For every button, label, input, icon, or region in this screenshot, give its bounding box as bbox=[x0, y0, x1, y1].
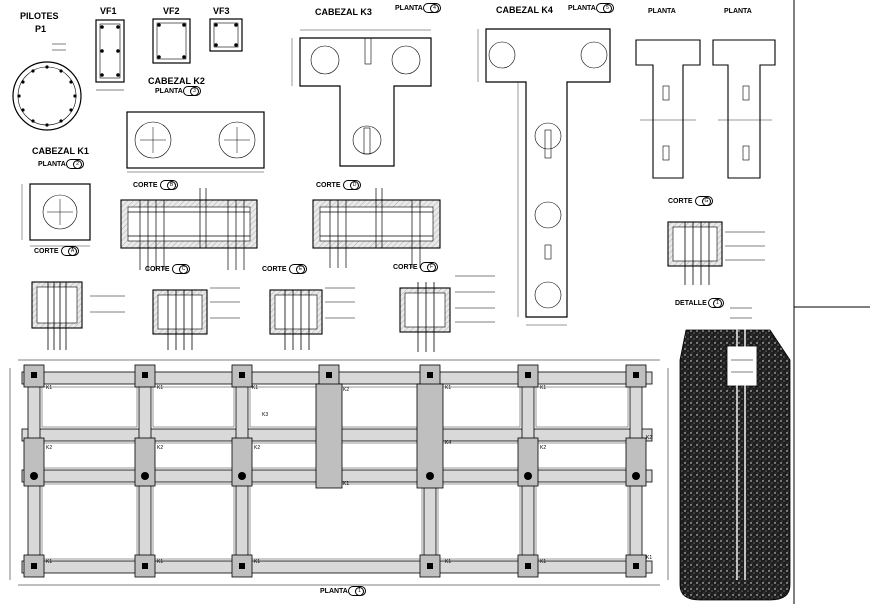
planta-main-tag: 1 bbox=[348, 586, 366, 596]
corte-f-label: CORTE bbox=[393, 264, 418, 271]
plan-label-k2: K2 bbox=[646, 435, 653, 441]
planta-k4-elev-label: PLANTA bbox=[724, 8, 752, 15]
corte-c-section bbox=[152, 289, 208, 350]
cabezal-k2-plan bbox=[126, 111, 265, 173]
planta-k4-tag: 5 bbox=[596, 3, 614, 13]
plan-label-k2: K2 bbox=[46, 445, 53, 451]
planta-k3-elev-label: PLANTA bbox=[648, 8, 676, 15]
cabezal-k4-plan bbox=[477, 28, 611, 326]
planta-k4-label: PLANTA bbox=[568, 5, 596, 12]
vf1-title: VF1 bbox=[100, 6, 117, 16]
corte-e-tag: E bbox=[289, 264, 307, 274]
corte-g-tag: G bbox=[695, 196, 713, 206]
cabezal-k1-plan bbox=[21, 183, 91, 247]
detalle-pile-in-soil bbox=[679, 307, 791, 601]
plan-label-k2: K2 bbox=[343, 387, 350, 393]
cabezal-k3-plan bbox=[291, 29, 432, 167]
detalle-tag: 1 bbox=[708, 298, 724, 308]
plan-label-k1: K1 bbox=[157, 559, 164, 565]
corte-e-section bbox=[269, 289, 323, 350]
pile-p1-section bbox=[12, 43, 82, 131]
plan-label-k1: K1 bbox=[157, 385, 164, 391]
vf3-title: VF3 bbox=[213, 6, 230, 16]
planta-k1-label: PLANTA bbox=[38, 161, 66, 168]
plan-label-k3: K3 bbox=[262, 412, 269, 418]
cabezal-k1-title: CABEZAL K1 bbox=[32, 146, 89, 156]
corte-a-section bbox=[31, 281, 83, 350]
plan-label-k1: K1 bbox=[445, 385, 452, 391]
plan-label-k1: K1 bbox=[445, 559, 452, 565]
plan-label-k1: K1 bbox=[46, 559, 53, 565]
planta-k3-tag: 4 bbox=[423, 3, 441, 13]
beam-vf2-section bbox=[152, 18, 191, 64]
corte-c-tag: C bbox=[172, 264, 190, 274]
corte-c-label: CORTE bbox=[145, 266, 170, 273]
plan-label-k1: K1 bbox=[646, 555, 653, 561]
beam-vf1-section bbox=[95, 19, 125, 91]
beam-vf3-section bbox=[209, 18, 243, 52]
corte-b-tag: B bbox=[160, 180, 178, 190]
plan-label-k4: K4 bbox=[445, 440, 452, 446]
corte-a-tag: A bbox=[61, 246, 79, 256]
planta-k3-label: PLANTA bbox=[395, 5, 423, 12]
corte-d-section bbox=[312, 188, 441, 268]
plan-label-k2: K2 bbox=[157, 445, 164, 451]
plan-label-k1: K1 bbox=[46, 385, 53, 391]
plan-label-k1: K1 bbox=[254, 559, 261, 565]
p1-title: P1 bbox=[35, 24, 47, 34]
rebar-callouts bbox=[90, 231, 765, 323]
plan-label-k1: K1 bbox=[343, 481, 350, 487]
corte-d-tag: D bbox=[343, 180, 361, 190]
corte-f-tag: F bbox=[420, 262, 438, 272]
title-block bbox=[793, 0, 870, 604]
plan-label-k2: K2 bbox=[540, 445, 547, 451]
cabezal-k3-elevation bbox=[635, 39, 701, 179]
planta-k2-label: PLANTA bbox=[155, 88, 183, 95]
planta-main-label: PLANTA bbox=[320, 588, 348, 595]
corte-g-label: CORTE bbox=[668, 198, 693, 205]
corte-a-label: CORTE bbox=[34, 248, 59, 255]
plan-label-k1: K1 bbox=[540, 559, 547, 565]
vf2-title: VF2 bbox=[163, 6, 180, 16]
cabezal-k2-title: CABEZAL K2 bbox=[148, 76, 205, 86]
cabezal-k3-title: CABEZAL K3 bbox=[315, 7, 372, 17]
plan-label-k1: K1 bbox=[252, 385, 259, 391]
cabezal-k4-title: CABEZAL K4 bbox=[496, 5, 553, 15]
planta-k2-tag: 3 bbox=[183, 86, 201, 96]
corte-f-section bbox=[399, 282, 451, 352]
cabezal-k4-elevation bbox=[712, 39, 776, 179]
corte-e-label: CORTE bbox=[262, 266, 287, 273]
planta-k1-tag: 2 bbox=[66, 159, 84, 169]
detalle-title: DETALLE bbox=[675, 300, 707, 307]
corte-b-section bbox=[120, 188, 258, 270]
plan-label-k2: K2 bbox=[254, 445, 261, 451]
foundation-plan bbox=[9, 359, 669, 586]
corte-d-label: CORTE bbox=[316, 182, 341, 189]
corte-g-section bbox=[667, 221, 723, 285]
pilotes-title: PILOTES bbox=[20, 11, 59, 21]
corte-b-label: CORTE bbox=[133, 182, 158, 189]
plan-label-k1: K1 bbox=[540, 385, 547, 391]
